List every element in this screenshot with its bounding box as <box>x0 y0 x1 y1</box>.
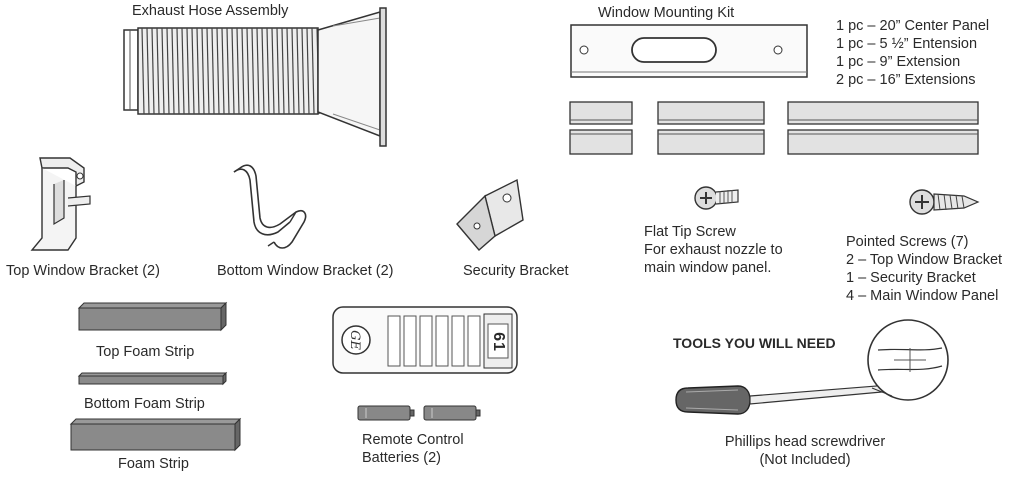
hose-rib <box>231 27 235 115</box>
hose-rib <box>161 27 165 115</box>
extension-panels-image <box>569 101 979 155</box>
hose-rib <box>191 27 195 115</box>
kit-item: 1 pc – 5 ½” Entension <box>836 36 978 52</box>
hose-rib <box>241 27 245 115</box>
bottom-window-bracket-image <box>233 164 307 249</box>
screwdriver-line: Phillips head screwdriver <box>724 434 886 450</box>
hose-rib <box>146 27 150 115</box>
hose-rib <box>271 27 275 115</box>
top-foam-strip-image <box>77 301 228 332</box>
flat-tip-screw-image <box>694 186 739 210</box>
hose-rib <box>291 27 295 115</box>
hose-rib <box>206 27 210 115</box>
hose-rib <box>276 27 280 115</box>
hose-rib <box>176 27 180 115</box>
hose-rib <box>246 27 250 115</box>
flat-tip-screw-text: Flat Tip Screw For exhaust nozzle to mai… <box>644 223 783 277</box>
remote-line: Batteries (2) <box>362 450 441 466</box>
hose-rib <box>306 27 310 115</box>
remote-batteries-text: Remote Control Batteries (2) <box>362 431 464 467</box>
hose-rib <box>196 27 200 115</box>
screwdriver-text: Phillips head screwdriver (Not Included) <box>705 433 905 469</box>
hose-rib <box>171 27 175 115</box>
flat-screw-line: For exhaust nozzle to <box>644 242 783 258</box>
hose-rib <box>226 27 230 115</box>
hose-rib <box>211 27 215 115</box>
hose-rib <box>256 27 260 115</box>
pointed-screw-line: Pointed Screws (7) <box>846 234 969 250</box>
window-kit-contents: 1 pc – 20” Center Panel 1 pc – 5 ½” Ente… <box>836 17 989 89</box>
center-panel-image <box>570 24 808 78</box>
foam-strip-image <box>69 417 242 452</box>
security-bracket-image <box>456 178 524 251</box>
hose-rib <box>201 27 205 115</box>
bottom-foam-strip-image <box>77 371 228 386</box>
bottom-bracket-label: Bottom Window Bracket (2) <box>217 263 394 279</box>
batteries-image <box>357 405 481 421</box>
hose-rib <box>296 27 300 115</box>
hose-rib <box>236 27 240 115</box>
pointed-screw-line: 1 – Security Bracket <box>846 270 976 286</box>
hose-rib <box>311 27 315 115</box>
hose-rib <box>156 27 160 115</box>
hose-rib <box>301 27 305 115</box>
exhaust-hose-label: Exhaust Hose Assembly <box>132 3 289 19</box>
svg-text:GE: GE <box>347 330 362 350</box>
foam-strip-label: Foam Strip <box>118 456 189 472</box>
hose-rib <box>261 27 265 115</box>
pointed-screw-line: 2 – Top Window Bracket <box>846 252 1003 268</box>
pointed-screws-text: Pointed Screws (7) 2 – Top Window Bracke… <box>846 233 1002 305</box>
hose-rib <box>166 27 170 115</box>
remote-line: Remote Control <box>362 432 464 448</box>
screwdriver-image <box>675 319 949 415</box>
hose-rib <box>216 27 220 115</box>
flat-screw-line: Flat Tip Screw <box>644 224 736 240</box>
flat-screw-line: main window panel. <box>644 260 772 276</box>
kit-item: 2 pc – 16” Extensions <box>836 72 976 88</box>
hose-rib <box>141 27 145 115</box>
screwdriver-line: (Not Included) <box>759 452 851 468</box>
kit-item: 1 pc – 9” Extension <box>836 54 961 70</box>
top-window-bracket-image <box>30 157 91 251</box>
top-foam-label: Top Foam Strip <box>96 344 195 360</box>
pointed-screw-image <box>909 189 980 215</box>
pointed-screw-line: 4 – Main Window Panel <box>846 288 999 304</box>
window-kit-label: Window Mounting Kit <box>598 5 735 21</box>
exhaust-hose-image <box>123 7 387 147</box>
security-bracket-label: Security Bracket <box>463 263 569 279</box>
remote-display: 61 <box>489 332 507 352</box>
hose-rib <box>221 27 225 115</box>
hose-rib <box>151 27 155 115</box>
hose-rib <box>281 27 285 115</box>
top-bracket-label: Top Window Bracket (2) <box>6 263 160 279</box>
kit-item: 1 pc – 20” Center Panel <box>836 18 990 34</box>
remote-control-image: GE <box>332 306 518 374</box>
bottom-foam-label: Bottom Foam Strip <box>84 396 205 412</box>
hose-rib <box>266 27 270 115</box>
hose-rib <box>286 27 290 115</box>
hose-rib <box>181 27 185 115</box>
tools-heading: TOOLS YOU WILL NEED <box>673 335 836 351</box>
hose-rib <box>186 27 190 115</box>
hose-rib <box>251 27 255 115</box>
